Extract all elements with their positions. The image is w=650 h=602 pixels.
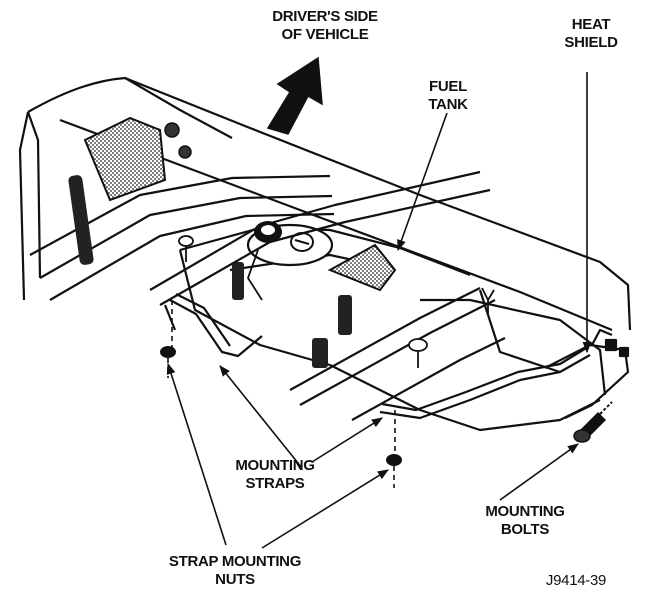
heat-shield-label: HEAT SHIELD [556, 16, 626, 52]
strap-mounting-nuts-label: STRAP MOUNTING NUTS [150, 553, 320, 589]
center-bracket [232, 243, 397, 368]
mounting-straps-line-1: MOUNTING [235, 457, 315, 474]
left-rail-block [68, 116, 192, 265]
mounting-bolts-label: MOUNTING BOLTS [470, 503, 580, 539]
mounting-bolt [573, 401, 613, 443]
strap-mounting-nuts-line-2: NUTS [215, 571, 255, 588]
mounting-straps-line-2: STRAPS [245, 475, 305, 492]
mounting-straps [169, 289, 591, 420]
drivers-side-line-1: DRIVER'S SIDE [272, 8, 378, 25]
heat-shield [544, 328, 630, 419]
cross-rails [149, 170, 506, 421]
figure-id: J9414-39 [545, 572, 607, 589]
rail-studs [178, 235, 495, 368]
heat-shield-line-1: HEAT [571, 16, 611, 33]
leader-lines [166, 72, 592, 549]
heat-shield-line-2: SHIELD [564, 34, 618, 51]
drivers-side-label: DRIVER'S SIDE OF VEHICLE [250, 8, 400, 44]
mounting-bolts-line-2: BOLTS [500, 521, 550, 538]
fuel-tank-line-1: FUEL [429, 78, 467, 95]
fuel-pump-module [246, 221, 334, 301]
floor-pan [18, 76, 632, 332]
fuel-tank-line-2: TANK [428, 96, 468, 113]
mounting-bolts-line-1: MOUNTING [485, 503, 565, 520]
drivers-side-line-2: OF VEHICLE [281, 26, 369, 43]
strap-mounting-nuts [160, 300, 402, 488]
strap-mounting-nuts-line-1: STRAP MOUNTING [168, 553, 302, 570]
mounting-straps-label: MOUNTING STRAPS [220, 457, 330, 493]
fuel-tank-label: FUEL TANK [418, 78, 478, 114]
direction-arrow [266, 56, 323, 135]
